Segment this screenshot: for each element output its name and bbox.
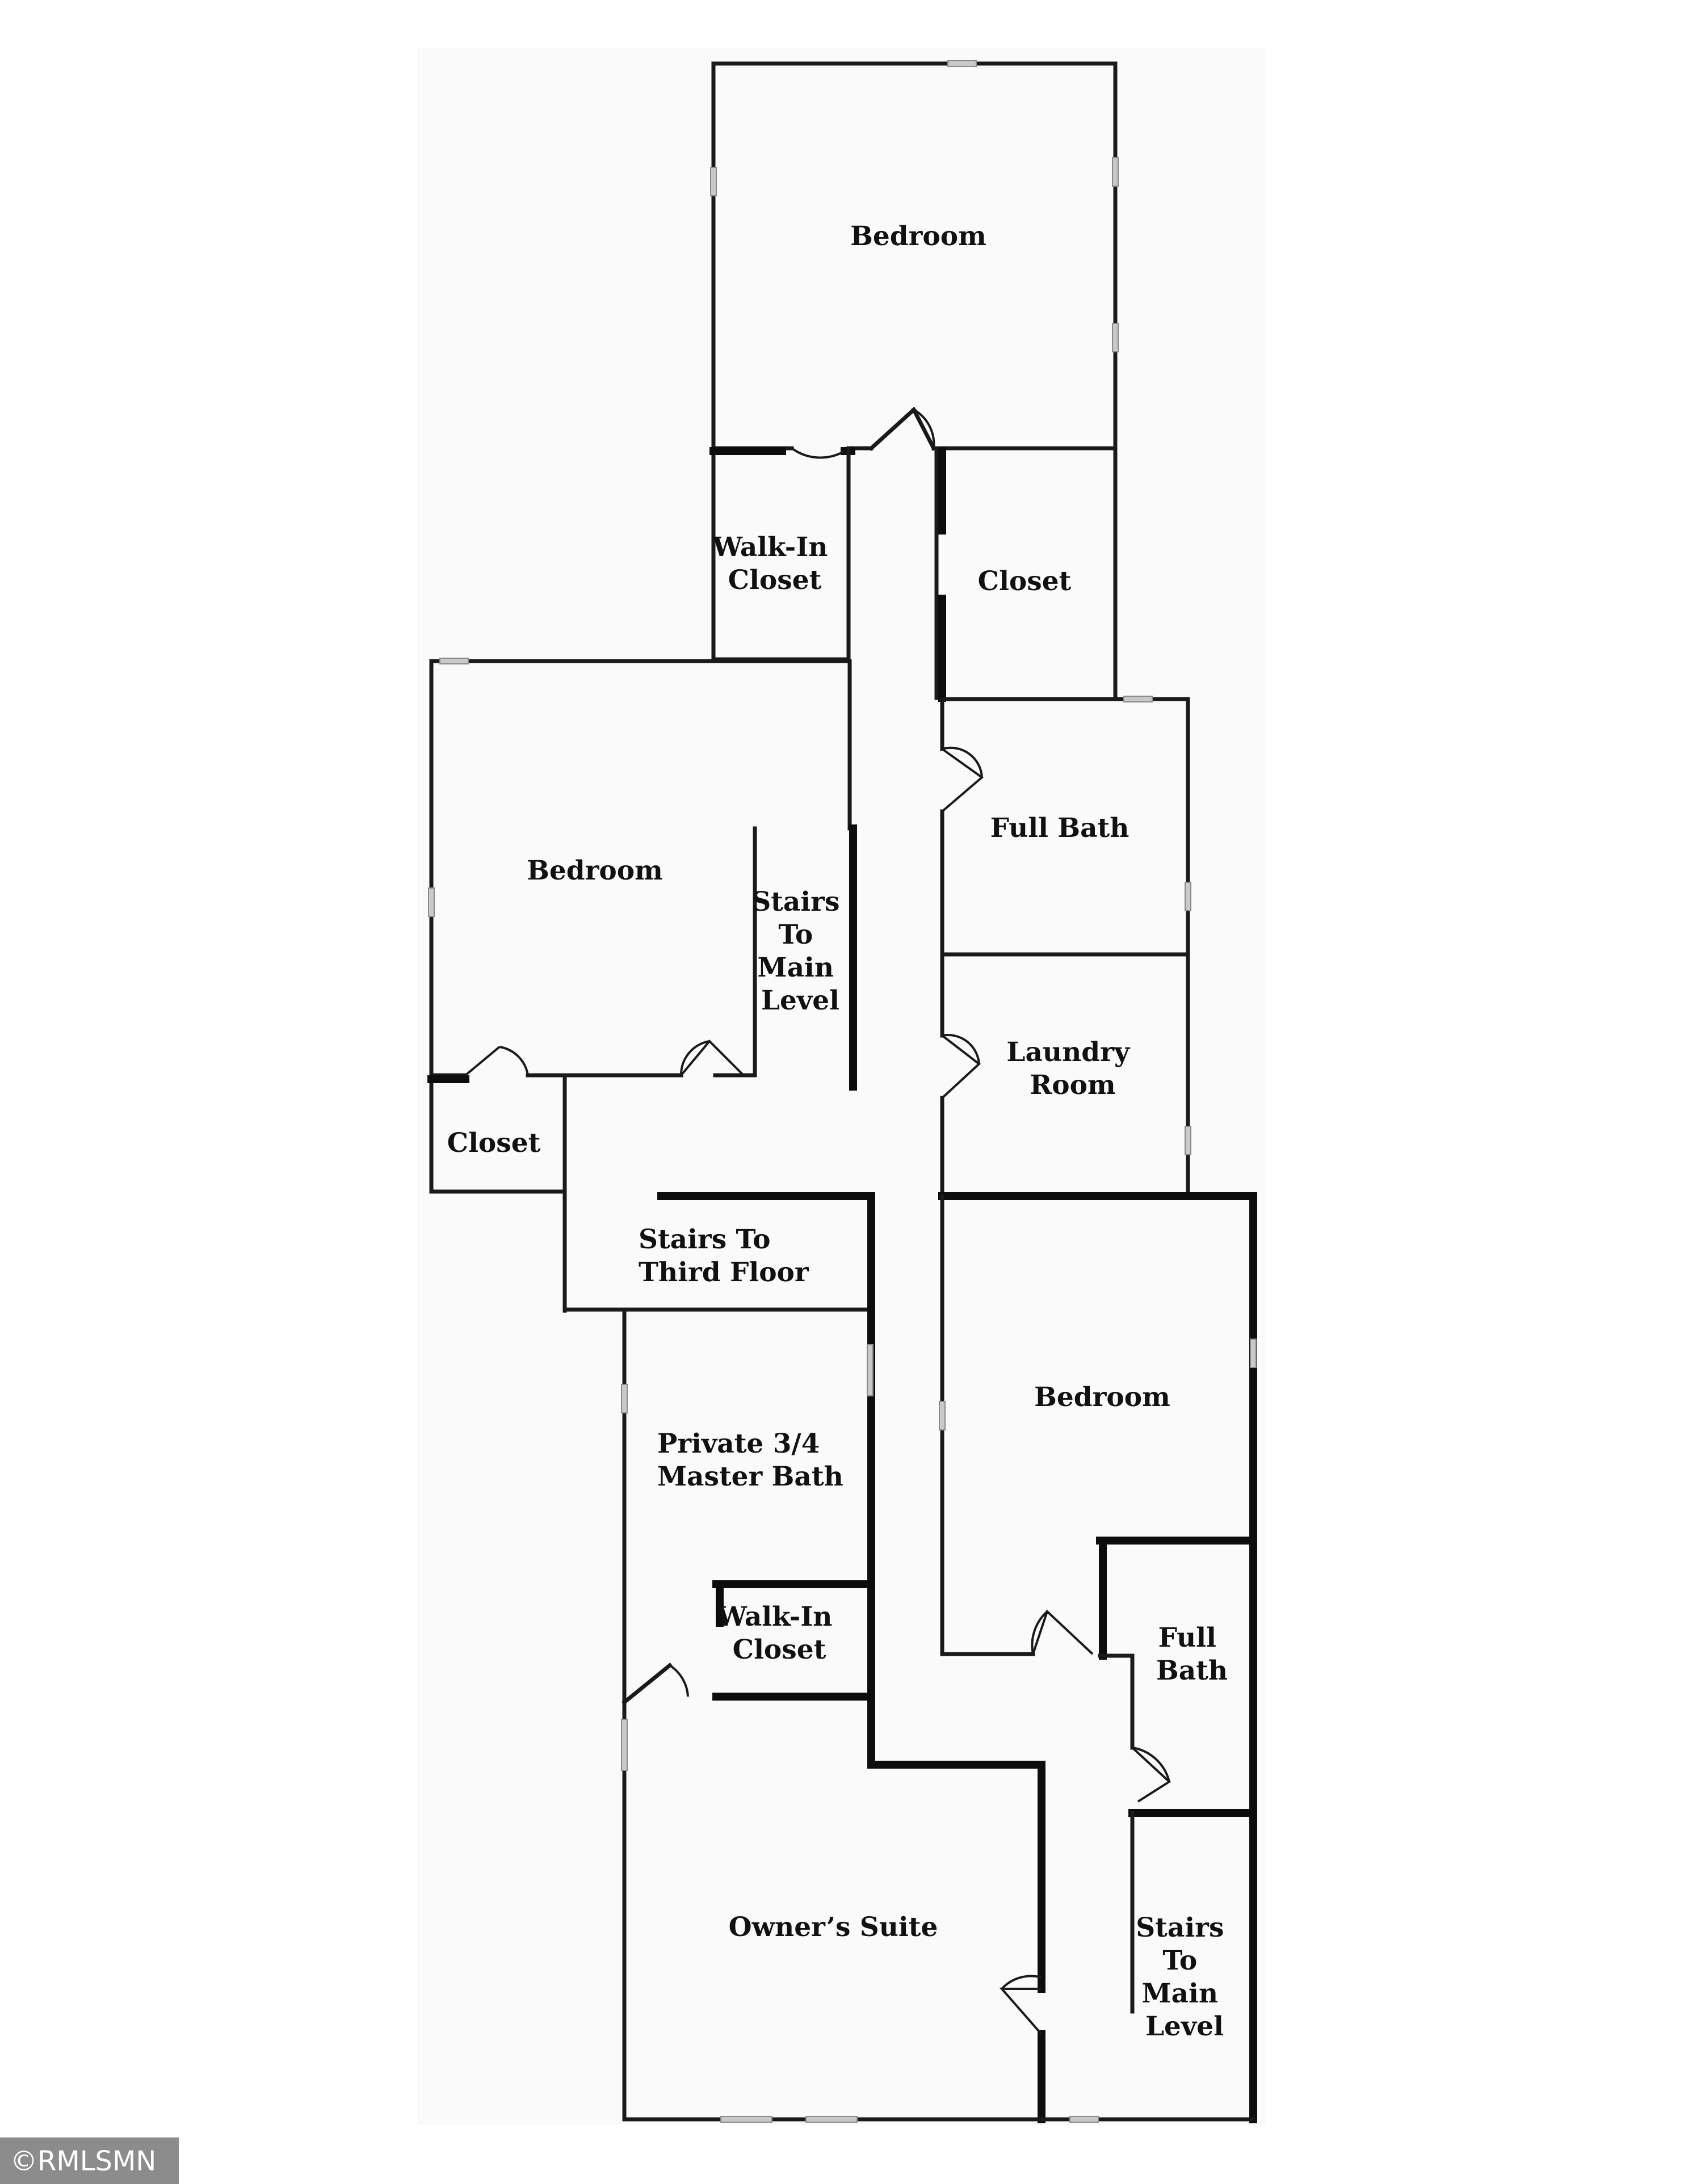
doors — [464, 409, 1171, 2035]
room-label-stairs-main-level-right: Stairs To Main Level — [1136, 1912, 1233, 2042]
room-label-walk-in-closet-suite: Walk-In Closet — [716, 1601, 842, 1665]
room-label-closet-left: Closet — [447, 1127, 541, 1159]
watermark-badge: ©RMLSMN — [0, 2137, 179, 2184]
room-label-bedroom-top: Bedroom — [850, 221, 986, 252]
watermark-text: ©RMLSMN — [10, 2145, 156, 2177]
room-label-stairs-main-level-left: Stairs To Main Level — [751, 886, 849, 1016]
room-label-full-bath-lower: Full Bath — [1156, 1622, 1228, 1686]
watermark-background — [0, 2137, 179, 2184]
room-label-walk-in-closet-top: Walk-In Closet — [712, 532, 837, 596]
room-label-bedroom-right: Bedroom — [1034, 1382, 1170, 1413]
room-label-owners-suite: Owner’s Suite — [729, 1912, 938, 1943]
plan-background — [417, 48, 1266, 2125]
room-label-closet-top: Closet — [978, 566, 1072, 597]
room-label-laundry-room: Laundry Room — [1006, 1037, 1139, 1101]
room-label-stairs-third-floor: Stairs To Third Floor — [639, 1224, 809, 1288]
room-label-full-bath-upper: Full Bath — [990, 813, 1129, 844]
room-label-master-bath: Private 3/4 Master Bath — [657, 1428, 843, 1492]
walls — [427, 61, 1257, 2123]
room-label-bedroom-left: Bedroom — [527, 855, 663, 886]
windows — [428, 60, 1257, 2123]
